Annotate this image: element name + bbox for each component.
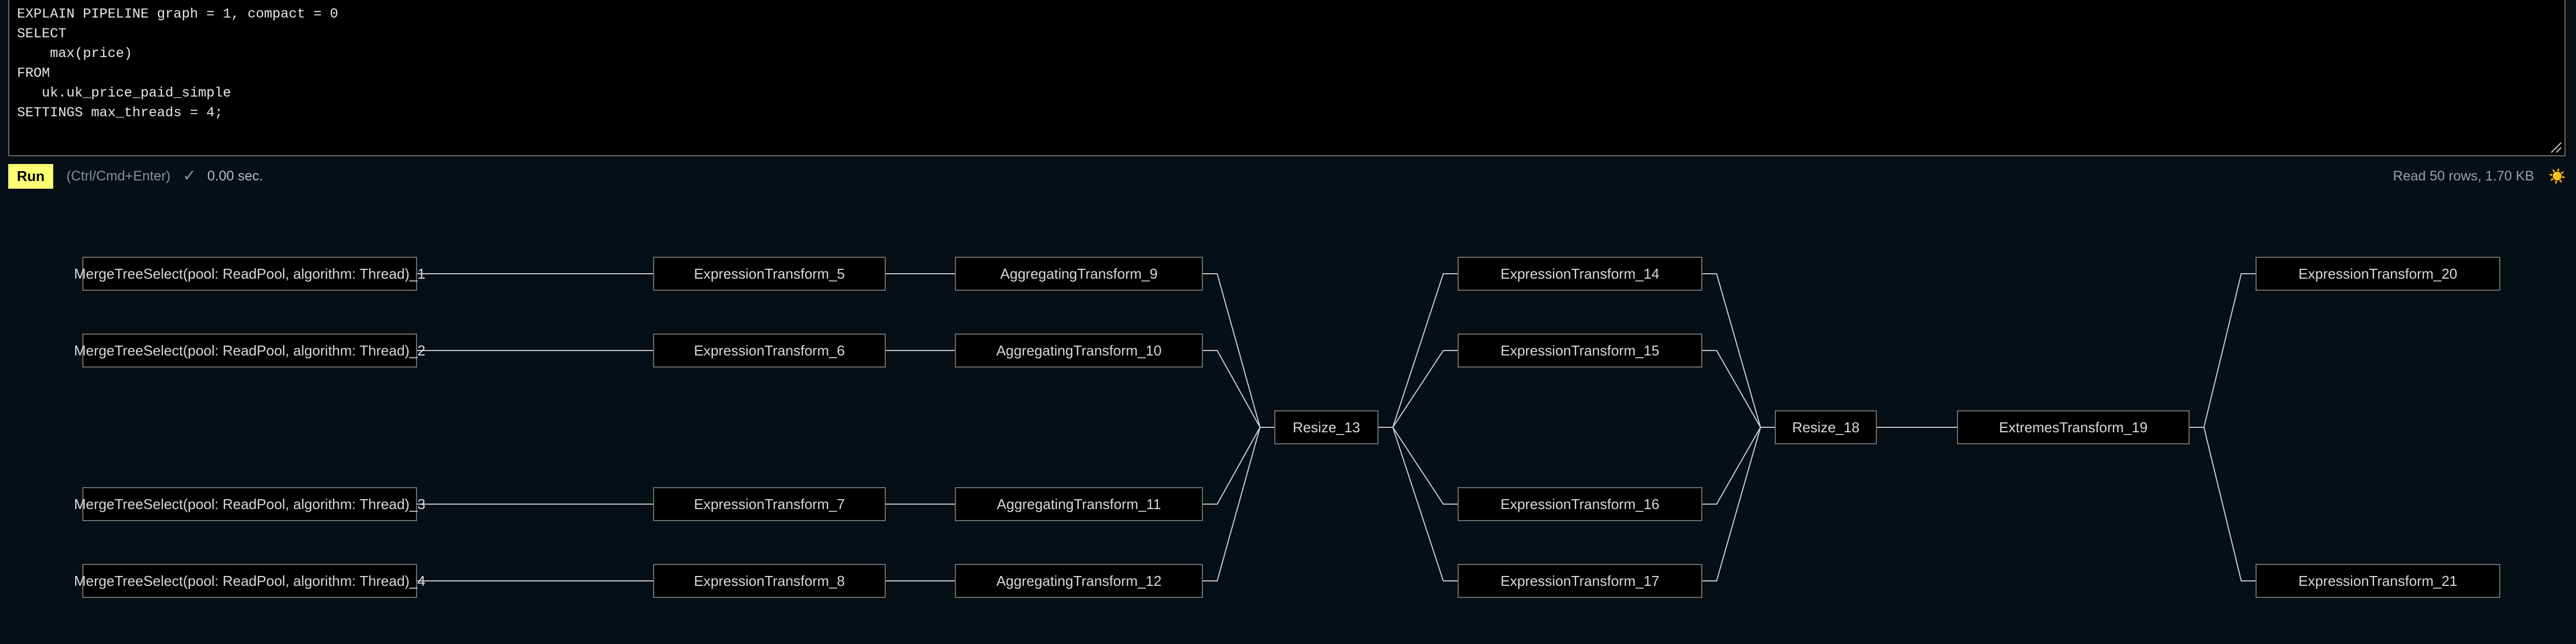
- graph-node[interactable]: MergeTreeSelect(pool: ReadPool, algorith…: [74, 564, 425, 598]
- graph-node[interactable]: ExtremesTransform_19: [1957, 410, 2190, 444]
- graph-edge: [1702, 427, 1775, 505]
- run-button[interactable]: Run: [8, 163, 53, 189]
- graph-node[interactable]: MergeTreeSelect(pool: ReadPool, algorith…: [74, 334, 425, 368]
- graph-node-label: AggregatingTransform_9: [1000, 265, 1158, 282]
- sql-query-input[interactable]: EXPLAIN PIPELINE graph = 1, compact = 0 …: [8, 0, 2566, 156]
- graph-node-label: ExpressionTransform_14: [1500, 265, 1660, 282]
- graph-node[interactable]: MergeTreeSelect(pool: ReadPool, algorith…: [74, 257, 425, 291]
- graph-node-label: ExpressionTransform_8: [694, 572, 845, 589]
- graph-node-label: Resize_18: [1792, 419, 1860, 436]
- graph-node[interactable]: ExpressionTransform_20: [2256, 257, 2500, 291]
- graph-node-label: ExpressionTransform_16: [1500, 495, 1660, 512]
- graph-node-label: AggregatingTransform_11: [997, 495, 1161, 512]
- graph-node[interactable]: AggregatingTransform_9: [955, 257, 1203, 291]
- graph-node[interactable]: ExpressionTransform_21: [2256, 564, 2500, 598]
- graph-node-label: MergeTreeSelect(pool: ReadPool, algorith…: [74, 342, 426, 359]
- graph-node-label: ExpressionTransform_7: [694, 495, 845, 512]
- graph-node-label: MergeTreeSelect(pool: ReadPool, algorith…: [74, 265, 426, 282]
- graph-node[interactable]: Resize_13: [1274, 410, 1379, 444]
- graph-edge: [1379, 350, 1458, 428]
- graph-node-label: AggregatingTransform_12: [996, 572, 1162, 589]
- graph-edge: [1203, 427, 1274, 505]
- graph-node-label: ExpressionTransform_15: [1500, 342, 1660, 359]
- graph-edge: [2190, 427, 2256, 581]
- graph-edge: [1379, 427, 1458, 505]
- graph-node[interactable]: AggregatingTransform_12: [955, 564, 1203, 598]
- graph-node-label: ExpressionTransform_21: [2298, 572, 2457, 589]
- graph-node[interactable]: ExpressionTransform_7: [653, 487, 886, 521]
- graph-node-label: Resize_13: [1292, 419, 1360, 436]
- graph-edge: [1203, 427, 1274, 581]
- graph-node[interactable]: ExpressionTransform_5: [653, 257, 886, 291]
- graph-node[interactable]: ExpressionTransform_15: [1458, 334, 1702, 368]
- graph-node-label: ExpressionTransform_20: [2298, 265, 2457, 282]
- pipeline-graph: MergeTreeSelect(pool: ReadPool, algorith…: [0, 195, 2576, 644]
- graph-node[interactable]: ExpressionTransform_6: [653, 334, 886, 368]
- graph-node[interactable]: AggregatingTransform_10: [955, 334, 1203, 368]
- graph-edge: [1702, 350, 1775, 428]
- query-editor-panel: EXPLAIN PIPELINE graph = 1, compact = 0 …: [8, 0, 2566, 156]
- run-shortcut-hint: (Ctrl/Cmd+Enter): [66, 168, 171, 184]
- graph-node[interactable]: ExpressionTransform_17: [1458, 564, 1702, 598]
- graph-node[interactable]: ExpressionTransform_16: [1458, 487, 1702, 521]
- elapsed-time-label: 0.00 sec.: [207, 168, 263, 184]
- graph-node-label: MergeTreeSelect(pool: ReadPool, algorith…: [74, 495, 426, 512]
- graph-node-label: ExpressionTransform_5: [694, 265, 845, 282]
- graph-node[interactable]: MergeTreeSelect(pool: ReadPool, algorith…: [74, 487, 425, 521]
- graph-node-label: AggregatingTransform_10: [996, 342, 1162, 359]
- success-check-icon: ✓: [182, 167, 196, 185]
- graph-edge: [2190, 273, 2256, 428]
- graph-node[interactable]: Resize_18: [1775, 410, 1877, 444]
- graph-node-label: ExpressionTransform_6: [694, 342, 845, 359]
- graph-edge: [1702, 427, 1775, 581]
- graph-node-label: ExpressionTransform_17: [1500, 572, 1660, 589]
- graph-node[interactable]: AggregatingTransform_11: [955, 487, 1203, 521]
- graph-edge: [1203, 350, 1274, 428]
- read-stats-label: Read 50 rows, 1.70 KB: [2393, 168, 2534, 184]
- graph-node-label: ExtremesTransform_19: [1999, 419, 2148, 436]
- theme-toggle-sun-icon[interactable]: ☀️: [2548, 168, 2566, 184]
- graph-node-label: MergeTreeSelect(pool: ReadPool, algorith…: [74, 572, 426, 589]
- graph-node[interactable]: ExpressionTransform_14: [1458, 257, 1702, 291]
- graph-edge-layer: [417, 273, 2256, 581]
- graph-edge: [1379, 427, 1458, 581]
- query-toolbar: Run (Ctrl/Cmd+Enter) ✓ 0.00 sec. Read 50…: [0, 159, 2576, 193]
- toolbar-right-group: Read 50 rows, 1.70 KB ☀️: [2393, 168, 2566, 184]
- graph-node[interactable]: ExpressionTransform_8: [653, 564, 886, 598]
